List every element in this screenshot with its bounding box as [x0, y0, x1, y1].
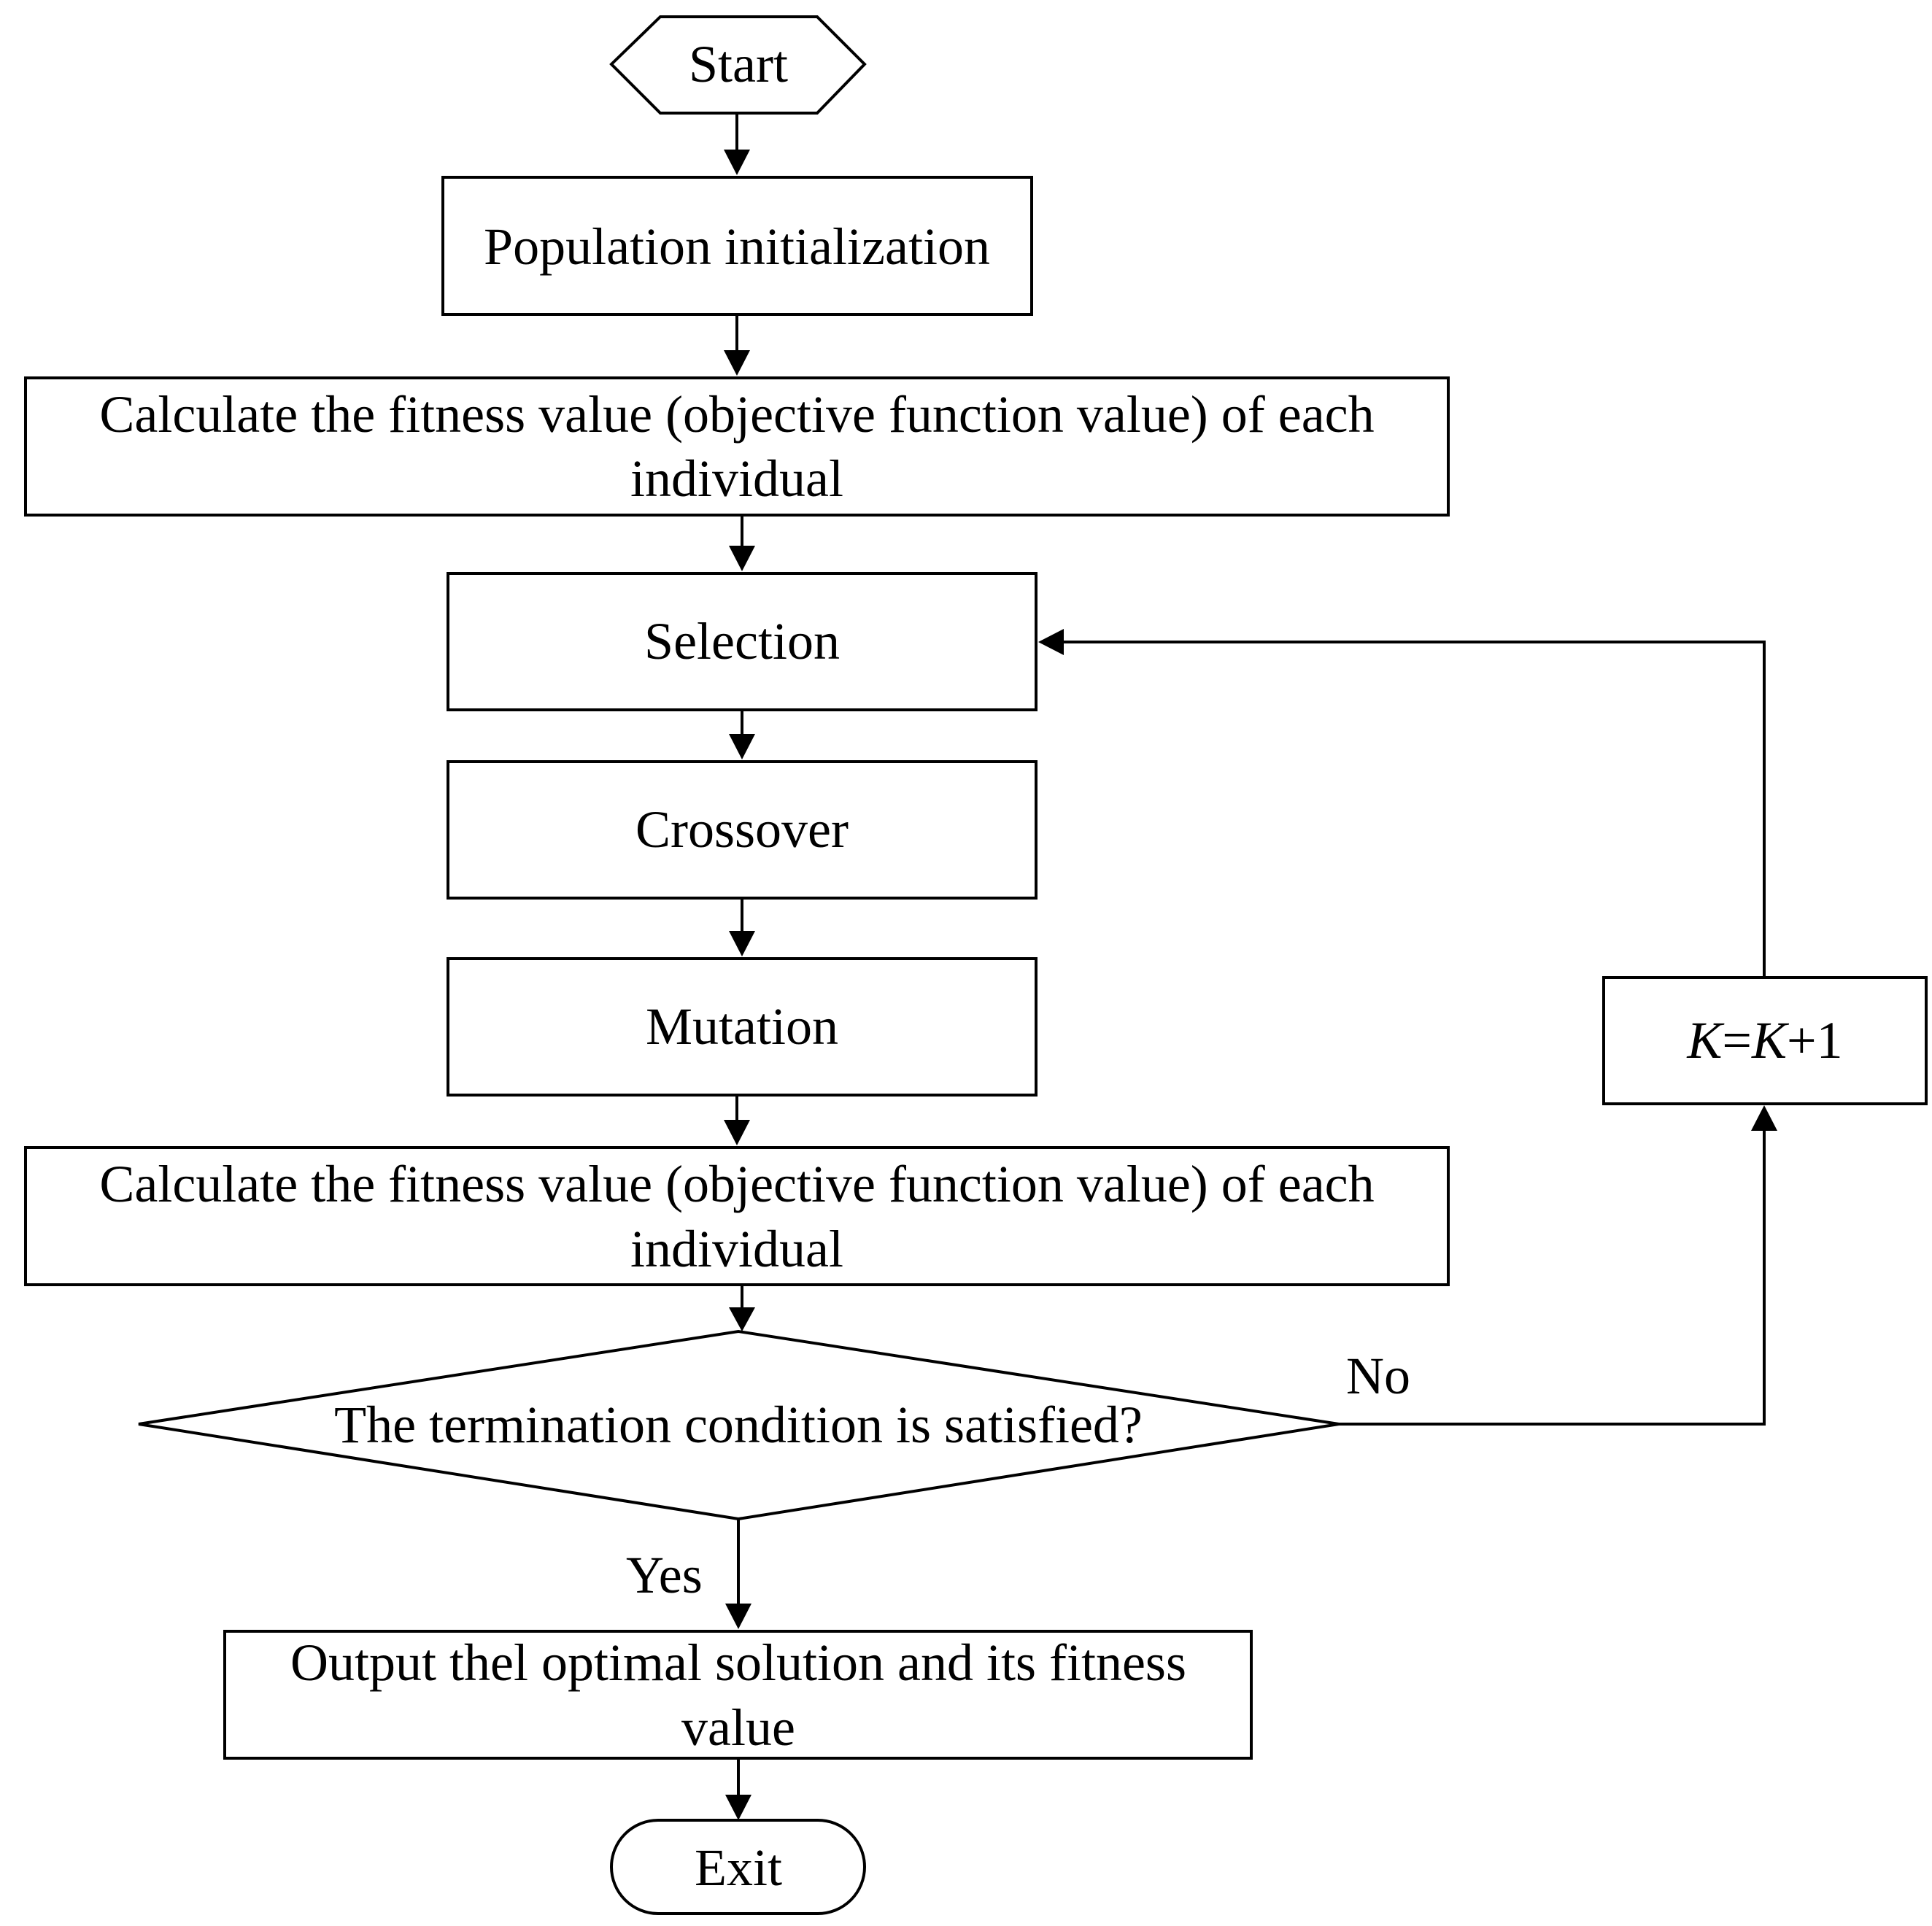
crossover-label: Crossover — [635, 800, 849, 859]
start-node: Start — [609, 15, 867, 115]
no-label: No — [1346, 1347, 1410, 1405]
mutation-box: Mutation — [447, 957, 1038, 1097]
selection-label: Selection — [644, 612, 840, 670]
arrow-fitness2-to-decision — [729, 1285, 755, 1331]
k-variable-1: K — [1686, 1011, 1725, 1070]
output-line2: value — [681, 1698, 795, 1757]
arrow-start-to-init — [724, 113, 750, 175]
arrow-selection-to-crossover — [729, 710, 755, 759]
fitness-eval-2-line2: individual — [630, 1220, 843, 1278]
arrow-crossover-to-mutation — [729, 898, 755, 956]
output-solution-box: Output thel optimal solution and its fit… — [223, 1630, 1253, 1760]
fitness-eval-2-line1: Calculate the fitness value (objective f… — [99, 1155, 1374, 1213]
population-init-label: Population initialization — [484, 217, 990, 276]
arrow-mutation-to-fitness2 — [724, 1095, 750, 1145]
arrow-fitness1-to-selection — [729, 515, 755, 571]
exit-label: Exit — [695, 1838, 782, 1897]
mutation-label: Mutation — [646, 997, 838, 1056]
increment-k-box: K=K+1 — [1602, 976, 1928, 1105]
equals-sign: = — [1722, 1011, 1752, 1070]
exit-node: Exit — [610, 1819, 866, 1915]
yes-label: Yes — [626, 1546, 703, 1604]
no-branch-path — [1339, 1105, 1777, 1426]
population-init-box: Population initialization — [441, 176, 1033, 316]
arrow-output-to-exit — [725, 1758, 751, 1820]
selection-box: Selection — [447, 572, 1038, 711]
termination-decision: The termination condition is satisfied? — [138, 1329, 1340, 1521]
fitness-eval-box-1: Calculate the fitness value (objective f… — [24, 376, 1450, 517]
output-line1: Output thel optimal solution and its fit… — [290, 1633, 1186, 1692]
yes-branch-path — [725, 1519, 751, 1629]
fitness-eval-box-2: Calculate the fitness value (objective f… — [24, 1146, 1450, 1286]
crossover-box: Crossover — [447, 760, 1038, 900]
arrow-init-to-fitness1 — [724, 314, 750, 376]
k-variable-2: K — [1751, 1011, 1790, 1070]
decision-label: The termination condition is satisfied? — [334, 1396, 1143, 1454]
fitness-eval-1-line2: individual — [630, 449, 843, 508]
increment-k-label: K=K+1 — [1686, 1011, 1842, 1070]
start-label: Start — [689, 35, 788, 93]
fitness-eval-1-line1: Calculate the fitness value (objective f… — [99, 385, 1374, 444]
plus-one: +1 — [1787, 1011, 1843, 1070]
loop-back-path — [1038, 629, 1766, 978]
